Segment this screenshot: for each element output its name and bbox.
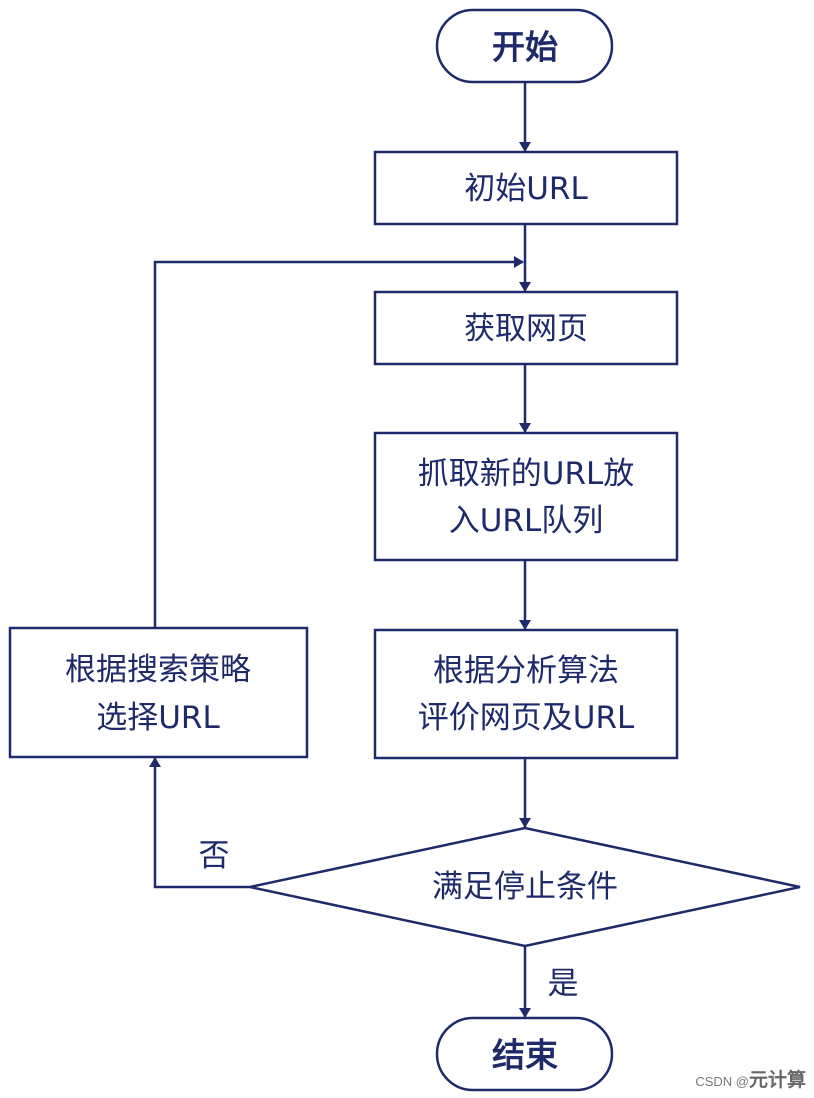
select-label-2: 选择URL	[96, 700, 220, 736]
arrow-no-to-select	[149, 757, 250, 889]
end-node	[435, 1016, 614, 1092]
start-label: 开始	[492, 28, 558, 67]
fetch-page-label: 获取网页	[464, 311, 588, 347]
extract-label-1: 抓取新的URL放	[418, 456, 635, 492]
condition-label: 满足停止条件	[432, 869, 618, 905]
extract-url-box	[373, 431, 679, 562]
evaluate-box	[373, 628, 679, 760]
watermark-name: 元计算	[748, 1070, 806, 1091]
watermark: CSDN @元计算	[695, 1065, 806, 1092]
stop-condition-diamond	[249, 826, 801, 948]
init-url-label: 初始URL	[464, 171, 588, 207]
evaluate-label-2: 评价网页及URL	[418, 700, 635, 736]
no-label: 否	[199, 838, 230, 874]
end-label: 结束	[492, 1036, 558, 1075]
watermark-prefix: CSDN @	[695, 1074, 749, 1089]
select-label-1: 根据搜索策略	[65, 652, 251, 688]
arrow-select-loop	[153, 256, 524, 628]
evaluate-label-1: 根据分析算法	[433, 653, 619, 689]
select-url-box	[8, 626, 309, 759]
extract-label-2: 入URL队列	[449, 503, 604, 539]
yes-label: 是	[548, 966, 579, 1002]
